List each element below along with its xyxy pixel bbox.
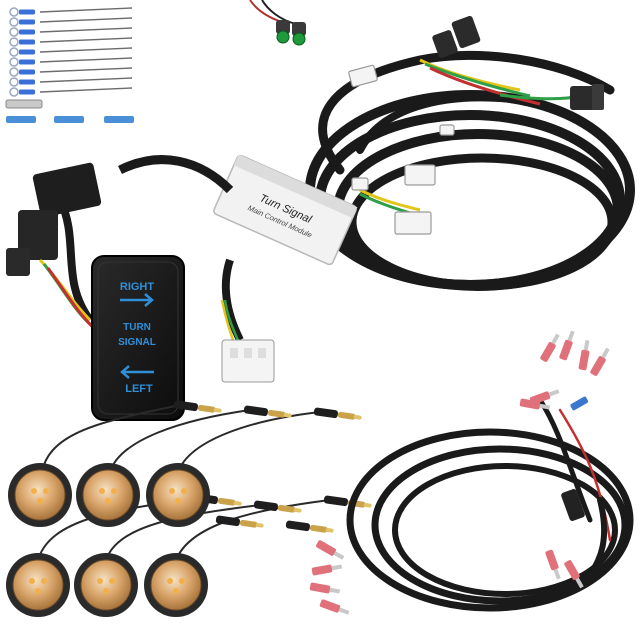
switch-lead-connector [220,258,275,383]
zip-tie [39,37,133,43]
red-terminal [519,398,551,410]
zip-tie [39,47,133,53]
zip-tie [39,77,133,83]
led-marker-light [76,463,140,527]
red-terminal [590,347,610,376]
red-terminal [559,330,575,361]
zip-tie [39,67,133,73]
red-terminal [309,582,341,594]
red-terminal [578,339,590,371]
zip-tie [39,27,133,33]
pilot-lights [249,0,306,46]
led-marker-light [8,463,72,527]
control-module: Turn Signal Main Control Module [213,154,358,266]
switch-label-turn: TURN [123,322,151,333]
bullet-connector [253,500,302,513]
ring-terminals-and-zip-ties [5,7,134,123]
red-terminal [545,549,561,580]
red-terminal [311,564,343,576]
led-marker-lights [6,463,210,617]
ring-terminal [9,87,133,97]
ring-terminal [9,57,133,67]
bullet-connector [313,407,362,420]
led-marker-light [144,553,208,617]
red-terminal [316,540,345,560]
switch-label-signal: SIGNAL [118,337,156,348]
bullet-connector [173,400,222,413]
zip-tie [39,87,133,93]
secondary-harness [346,397,634,612]
ring-terminal [9,37,133,47]
ring-terminal [9,27,133,37]
red-terminal [564,560,584,589]
zip-tie [39,7,133,13]
left-arrow-icon [120,365,154,379]
black-connectors [432,15,604,110]
ring-terminal [9,17,133,27]
harness-connectors [348,64,455,235]
butt-connectors [5,99,134,123]
red-terminal [319,599,350,615]
ring-terminal [9,77,133,87]
red-terminal [540,333,560,362]
ring-terminal [9,67,133,77]
ring-terminal [9,7,133,17]
inline-fuse-holder [561,489,585,521]
bullet-connector [285,520,334,533]
right-arrow-icon [120,293,154,307]
red-terminals [309,330,610,615]
led-marker-light [146,463,210,527]
bullet-connector [243,405,292,418]
led-marker-light [6,553,70,617]
rocker-switch: RIGHT TURN SIGNAL LEFT [91,255,185,421]
switch-label-right: RIGHT [120,281,155,293]
relay-block [6,155,234,332]
bullet-connector [215,515,264,528]
blue-terminal [570,396,589,411]
led-marker-light [74,553,138,617]
switch-label-left: LEFT [125,383,153,395]
zip-tie [39,17,133,23]
zip-tie [39,57,133,63]
ring-terminal [9,47,133,57]
